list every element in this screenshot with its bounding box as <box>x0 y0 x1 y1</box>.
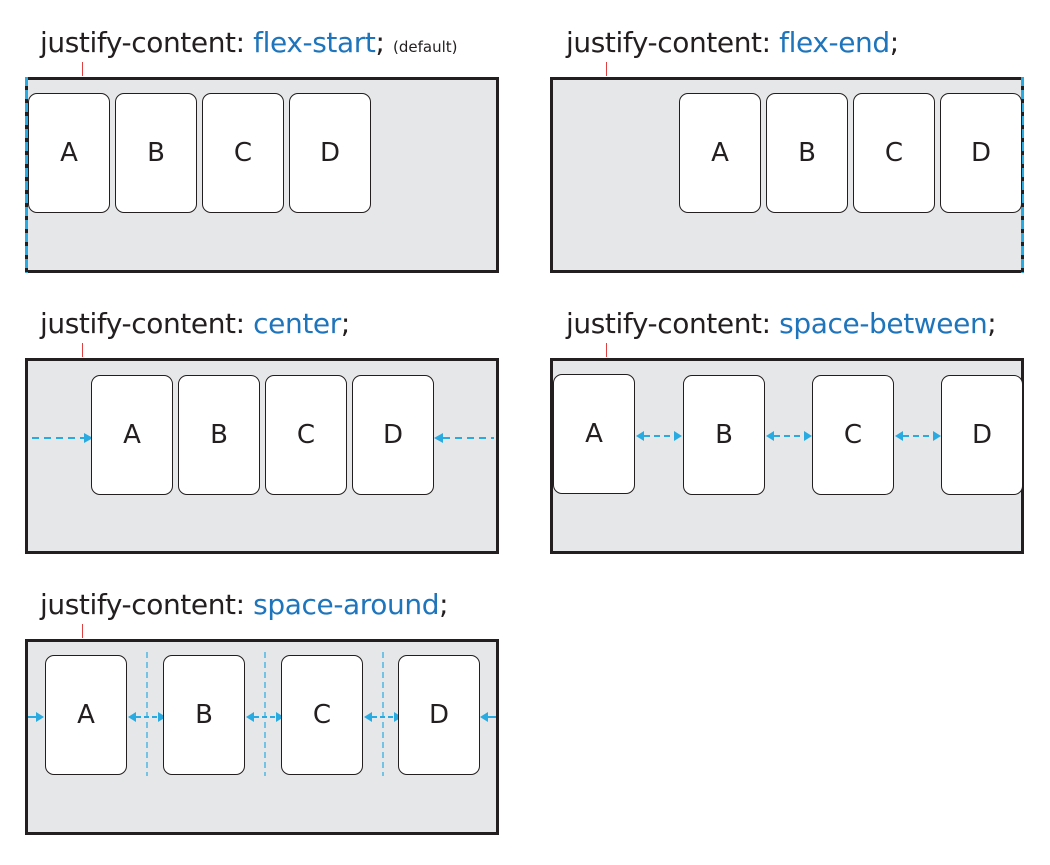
property-label: justify-content: <box>566 26 771 59</box>
flex-item: D <box>352 375 434 495</box>
arrow-right-icon <box>32 433 93 443</box>
semicolon: ; <box>439 588 449 621</box>
flex-item: A <box>45 655 127 775</box>
panel-title: justify-content: flex-end; <box>566 28 899 58</box>
flex-item: C <box>853 93 935 213</box>
flex-item: B <box>766 93 848 213</box>
property-label: justify-content: <box>40 307 245 340</box>
value-label: flex-end <box>779 26 890 59</box>
flex-item: A <box>91 375 173 495</box>
flex-item: A <box>679 93 761 213</box>
flex-item: D <box>398 655 480 775</box>
semicolon: ; <box>375 26 385 59</box>
arrow-left-icon <box>434 433 494 443</box>
flex-item: D <box>941 375 1023 495</box>
double-arrow-icon <box>246 712 284 722</box>
marker-tick <box>82 624 83 638</box>
flex-item: A <box>553 374 635 494</box>
gap-guide-line <box>264 652 266 776</box>
flex-item: B <box>115 93 197 213</box>
default-note: (default) <box>393 38 458 56</box>
value-label: center <box>253 307 341 340</box>
flex-container: A B C D <box>550 77 1024 273</box>
flex-item: D <box>289 93 371 213</box>
value-label: flex-start <box>253 26 376 59</box>
flex-item: C <box>812 375 894 495</box>
double-arrow-icon <box>766 431 812 441</box>
flex-item: B <box>163 655 245 775</box>
panel-title: justify-content: space-around; <box>40 588 449 621</box>
start-edge-line <box>25 77 28 273</box>
flex-item: C <box>281 655 363 775</box>
arrow-right-icon <box>28 712 44 722</box>
flex-container: A B C D <box>550 358 1024 554</box>
flex-item: C <box>202 93 284 213</box>
property-label: justify-content: <box>40 26 245 59</box>
flex-container: A B C D <box>25 639 499 835</box>
gap-guide-line <box>146 652 148 776</box>
flex-item: D <box>940 93 1022 213</box>
panel-title: justify-content: flex-start; (default) <box>40 28 457 62</box>
marker-tick <box>606 343 607 357</box>
semicolon: ; <box>889 26 899 59</box>
marker-tick <box>606 62 607 76</box>
semicolon: ; <box>340 307 350 340</box>
double-arrow-icon <box>364 712 402 722</box>
double-arrow-icon <box>895 431 941 441</box>
marker-tick <box>82 62 83 76</box>
flex-item: B <box>683 375 765 495</box>
flex-item: A <box>28 93 110 213</box>
arrow-left-icon <box>480 712 496 722</box>
gap-guide-line <box>382 652 384 776</box>
value-label: space-around <box>253 588 440 621</box>
flex-item: B <box>178 375 260 495</box>
double-arrow-icon <box>636 431 682 441</box>
panel-title: justify-content: center; <box>40 309 350 339</box>
double-arrow-icon <box>128 712 166 722</box>
semicolon: ; <box>987 307 997 340</box>
panel-title: justify-content: space-between; <box>566 307 997 340</box>
flex-container: A B C D <box>25 77 499 273</box>
property-label: justify-content: <box>40 588 245 621</box>
end-edge-line <box>1021 77 1024 273</box>
flex-item: C <box>265 375 347 495</box>
property-label: justify-content: <box>566 307 771 340</box>
value-label: space-between <box>779 307 988 340</box>
flex-container: A B C D <box>25 358 499 554</box>
marker-tick <box>82 343 83 357</box>
